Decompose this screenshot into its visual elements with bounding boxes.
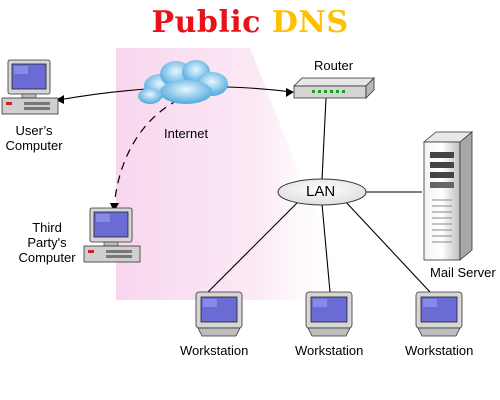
- third-party-label-line1: Third: [32, 220, 62, 235]
- lan-to-workstation-2-link: [321, 203, 331, 293]
- users-computer-icon: [1, 59, 59, 115]
- third-party-label-line3: Computer: [18, 250, 76, 265]
- workstation-1-label: Workstation: [180, 343, 249, 358]
- workstation-2-label: Workstation: [295, 343, 364, 358]
- mail-server-icon: [422, 131, 474, 261]
- internet-to-third-party-dashed-link: [113, 99, 179, 209]
- workstation-2-icon: [305, 291, 353, 337]
- third-party-computer-label: Third Party's Computer: [12, 220, 82, 265]
- router-icon: [293, 77, 375, 99]
- third-party-computer-icon: [83, 207, 141, 263]
- mail-server-label: Mail Server: [430, 265, 496, 280]
- users-computer-label-line1: User’s: [15, 123, 53, 138]
- third-party-label-line2: Party's: [27, 235, 67, 250]
- lan-to-workstation-1-link: [207, 199, 301, 293]
- diagram-title: Public DNS: [0, 5, 500, 40]
- users-computer-label-line2: Computer: [5, 138, 63, 153]
- lan-hub-icon: [277, 178, 367, 206]
- pink-backdrop: [116, 48, 350, 300]
- internet-cloud-icon: [138, 60, 228, 104]
- router-to-lan-link: [321, 97, 327, 181]
- lan-label: LAN: [306, 183, 336, 200]
- lan-to-workstation-3-link: [343, 199, 431, 293]
- workstation-3-icon: [415, 291, 463, 337]
- link-arrowhead-left: [56, 95, 64, 104]
- internet-label: Internet: [164, 126, 209, 141]
- router-label: Router: [314, 58, 354, 73]
- workstation-1-icon: [195, 291, 243, 337]
- users-computer-label: User’s Computer: [0, 123, 68, 153]
- title-word-dns: DNS: [271, 5, 349, 40]
- link-arrowhead-right: [286, 88, 294, 97]
- dashed-link-arrowhead: [110, 203, 119, 212]
- workstation-3-label: Workstation: [405, 343, 474, 358]
- title-word-public: Public: [151, 5, 261, 40]
